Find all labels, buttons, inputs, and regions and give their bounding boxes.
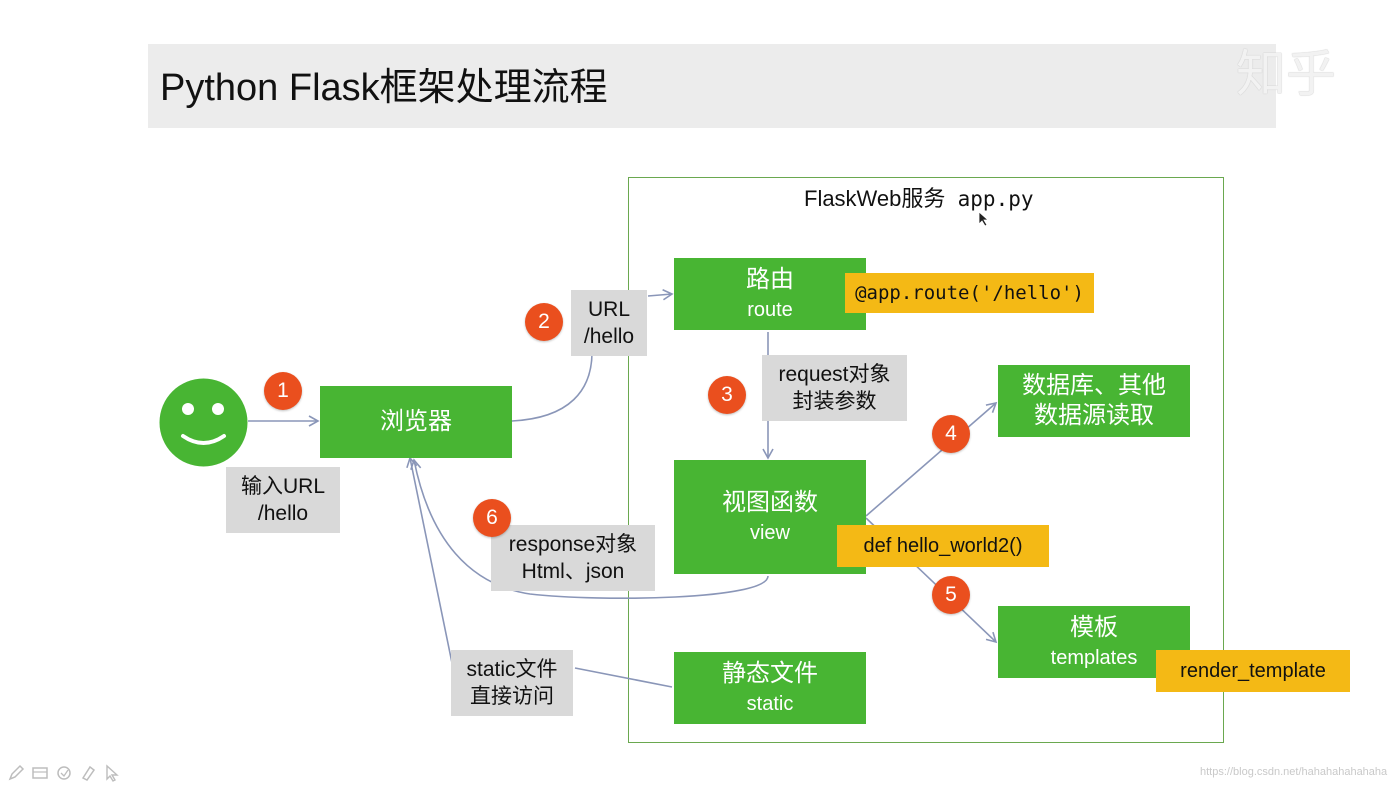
url-hello-line1: URL [587,298,630,321]
smiley-face-icon [159,378,248,467]
eraser-icon[interactable] [54,763,74,783]
route-label-cn: 路由 [746,266,794,293]
url-hello-label: URL /hello [571,290,647,356]
view-label-cn: 视图函数 [722,489,818,516]
footer-url: https://blog.csdn.net/hahahahahahaha [1200,766,1388,778]
screen-icon[interactable] [30,763,50,783]
step-badge-5: 5 [932,576,970,614]
response-object-label: response对象 Html、json [491,525,655,591]
watermark: 知乎 [1236,45,1336,103]
templates-label-en: templates [1050,647,1138,669]
step-badge-6: 6 [473,499,511,537]
view-node: 视图函数 view [674,460,866,574]
input-url-line1: 输入URL [240,475,325,498]
database-line1: 数据库、其他 [1022,372,1166,399]
request-object-label: request对象 封装参数 [762,355,907,421]
pointer-icon[interactable] [102,763,122,783]
service-title: FlaskWeb服务 app.py [804,184,1034,214]
title-bar: Python Flask框架处理流程 [148,44,1276,128]
template-code-label: render_template [1156,650,1350,692]
url-hello-line2: /hello [583,325,635,348]
input-url-label: 输入URL /hello [226,467,340,533]
step-badge-3: 3 [708,376,746,414]
pen-icon[interactable] [6,763,26,783]
static-node: 静态文件 static [674,652,866,724]
arrow-browser-to-route [511,351,593,422]
service-file-label: app.py [957,187,1034,211]
service-title-label: FlaskWeb服务 [804,186,946,211]
database-line2: 数据源读取 [1034,402,1154,429]
response-line1: response对象 [508,533,638,556]
highlighter-icon[interactable] [78,763,98,783]
step-badge-2: 2 [525,303,563,341]
route-label-en: route [747,299,793,321]
step-badge-4: 4 [932,415,970,453]
view-label-en: view [749,522,790,544]
static-access-line2: 直接访问 [470,685,554,708]
static-label-cn: 静态文件 [722,660,818,687]
database-node: 数据库、其他 数据源读取 [998,365,1190,437]
request-line2: 封装参数 [792,390,877,413]
page-title: Python Flask框架处理流程 [160,67,608,109]
static-label-en: static [746,693,794,715]
static-access-line1: static文件 [466,658,558,681]
request-line1: request对象 [778,363,891,386]
route-code-label: @app.route('/hello') [845,273,1094,313]
route-node: 路由 route [674,258,866,330]
view-code-label: def hello_world2() [837,525,1049,567]
response-line2: Html、json [521,560,625,583]
browser-label: 浏览器 [380,408,452,435]
templates-node: 模板 templates [998,606,1190,678]
step-badge-1: 1 [264,372,302,410]
browser-node: 浏览器 [320,386,512,458]
static-access-label: static文件 直接访问 [451,650,573,716]
input-url-line2: /hello [257,502,309,525]
presenter-toolbar [6,763,126,783]
cursor-icon [978,211,990,227]
templates-label-cn: 模板 [1070,614,1118,641]
